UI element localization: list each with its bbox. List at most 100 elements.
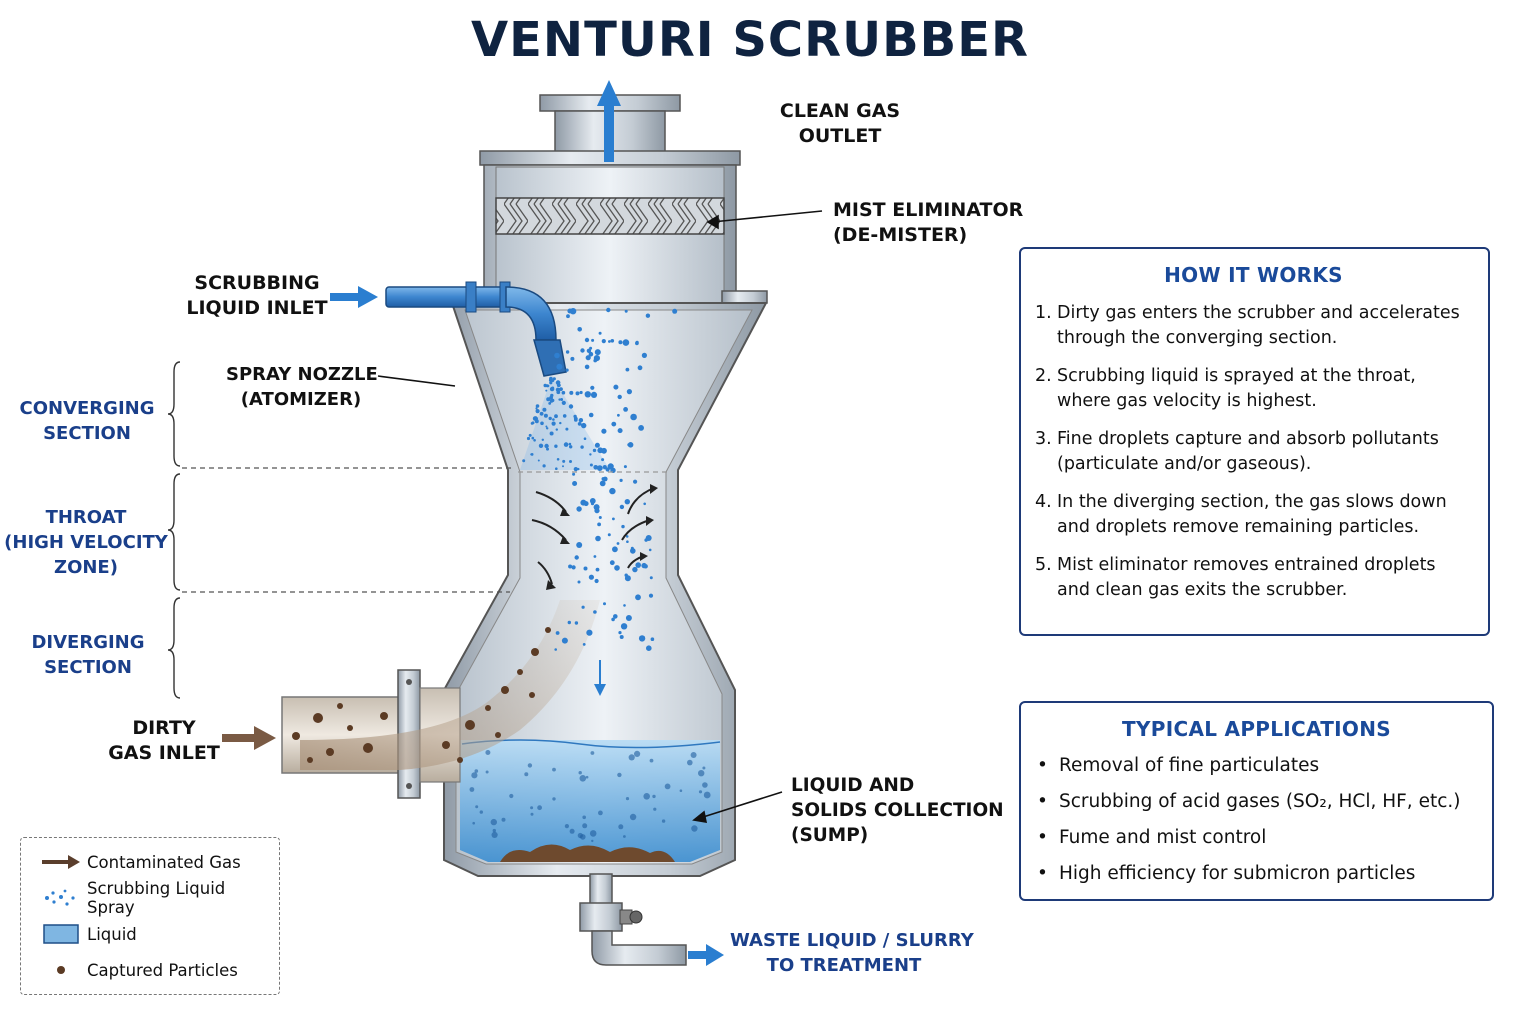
bubble	[569, 828, 575, 834]
application-item: •Fume and mist control	[1037, 825, 1476, 851]
droplet	[551, 421, 556, 426]
droplet	[572, 481, 578, 486]
droplet	[635, 594, 641, 601]
droplet	[583, 566, 588, 571]
droplet	[555, 387, 561, 392]
droplet	[625, 535, 629, 538]
sump-bubbles	[469, 750, 711, 843]
bubble	[703, 791, 711, 799]
legend-item-particles: Captured Particles	[35, 952, 271, 988]
bubble	[582, 823, 588, 829]
droplet	[613, 614, 618, 619]
droplet	[542, 464, 546, 468]
droplet	[598, 331, 602, 335]
droplet	[568, 564, 573, 569]
bubble	[590, 751, 595, 755]
bubble	[702, 782, 708, 788]
droplet	[595, 567, 600, 572]
droplet	[626, 389, 633, 395]
spray-droplets	[522, 307, 678, 651]
droplet	[638, 635, 646, 642]
bubble	[491, 831, 498, 839]
droplet	[584, 391, 591, 398]
droplet	[537, 459, 540, 462]
droplet	[535, 404, 540, 408]
droplet	[611, 617, 615, 622]
droplet	[574, 621, 579, 625]
droplet	[590, 391, 598, 398]
droplet	[641, 352, 648, 358]
droplet	[593, 555, 597, 558]
droplet	[585, 355, 591, 361]
bubble	[653, 807, 657, 811]
droplet	[544, 443, 549, 449]
sump-liquid	[460, 740, 720, 862]
droplet	[641, 562, 647, 569]
droplet	[646, 645, 652, 651]
application-text: High efficiency for submicron particles	[1059, 863, 1416, 884]
bubble	[530, 806, 534, 810]
droplet	[570, 356, 575, 361]
droplet	[593, 610, 597, 614]
droplet	[548, 416, 552, 421]
droplet	[620, 623, 628, 630]
droplet	[588, 574, 595, 580]
droplet	[603, 602, 606, 606]
droplet	[648, 593, 654, 598]
how-it-works-step: 4.In the diverging section, the gas slow…	[1035, 490, 1472, 540]
droplet	[532, 416, 538, 421]
droplet	[590, 385, 595, 390]
droplet	[546, 397, 551, 402]
droplet	[554, 444, 558, 448]
droplet	[609, 487, 616, 495]
droplet	[556, 458, 560, 461]
droplet	[568, 442, 572, 446]
bubble	[629, 813, 637, 821]
bubble	[690, 752, 697, 758]
applications-list: •Removal of fine particulates•Scrubbing …	[1037, 753, 1476, 887]
bubble	[687, 759, 693, 766]
droplet	[549, 431, 554, 436]
droplet	[554, 414, 558, 419]
droplet	[591, 338, 595, 342]
droplet	[612, 517, 615, 521]
legend-item-liquid: Liquid	[35, 916, 271, 952]
bubble	[628, 754, 635, 761]
bubble	[623, 835, 626, 838]
step-number: 5.	[1035, 555, 1052, 575]
droplet	[546, 447, 549, 451]
droplet	[563, 442, 569, 447]
bubble	[679, 789, 683, 792]
droplet	[589, 463, 593, 467]
bubble	[698, 790, 703, 794]
droplet	[593, 504, 600, 511]
downflow-arrow	[594, 660, 606, 696]
droplet	[616, 542, 620, 545]
droplet	[554, 648, 557, 651]
droplet	[580, 348, 585, 353]
droplet	[562, 414, 567, 418]
droplet	[573, 414, 577, 419]
droplet	[531, 436, 535, 440]
droplet	[607, 533, 611, 537]
legend-item-spray: Scrubbing Liquid Spray	[35, 879, 271, 917]
step-text: Fine droplets capture and absorb polluta…	[1057, 429, 1439, 474]
bubble	[485, 770, 489, 774]
bullet-icon: •	[1037, 863, 1048, 884]
bubble	[591, 839, 594, 843]
spray-nozzle-leader	[377, 375, 456, 387]
spray-dots-icon	[35, 888, 87, 908]
application-text: Removal of fine particulates	[1059, 755, 1320, 776]
droplet	[561, 390, 566, 395]
droplet	[588, 412, 594, 418]
bubble	[524, 772, 529, 777]
droplet	[594, 349, 601, 356]
droplet	[535, 409, 540, 414]
bubble	[474, 769, 479, 773]
droplet	[575, 391, 580, 396]
droplet	[637, 365, 643, 371]
